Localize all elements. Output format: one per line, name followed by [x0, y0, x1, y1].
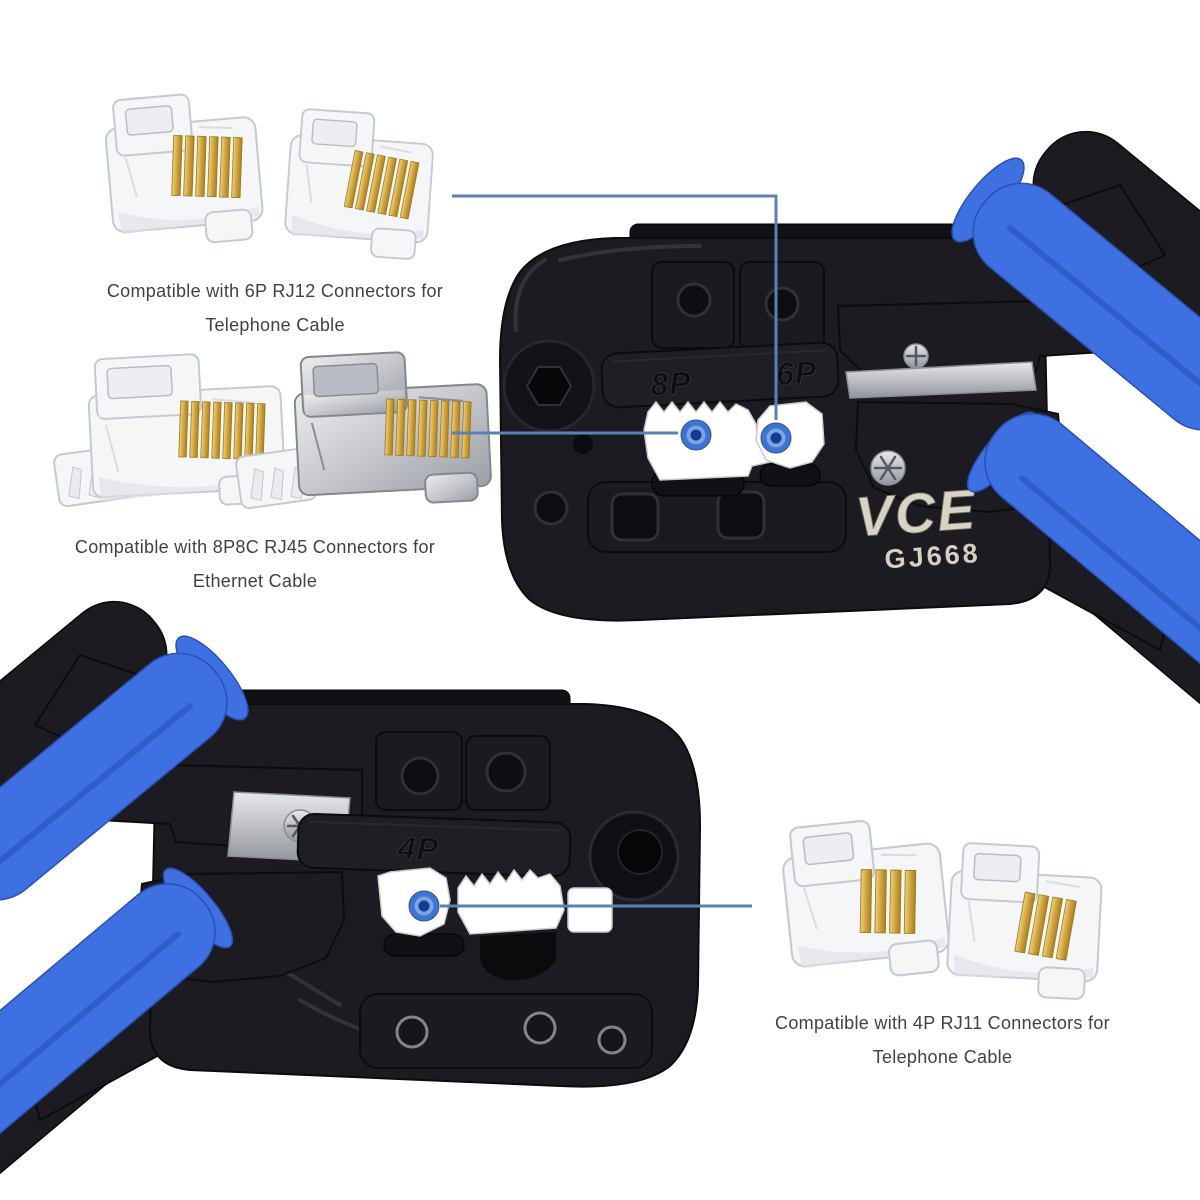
- bottom-tool-serrated-die: [457, 868, 565, 935]
- top-tool-hex-bolt: [525, 366, 573, 406]
- crimp-slot-marker-8p: [680, 419, 712, 451]
- top-tool-screw: [903, 343, 929, 369]
- caption-rj11-line1: Compatible with 4P RJ11 Connectors for: [775, 1013, 1110, 1033]
- top-tool-tab-hole-left: [676, 282, 712, 318]
- top-tool-panel-slot: [610, 492, 660, 542]
- caption-rj12-line2: Telephone Cable: [205, 315, 345, 335]
- bottom-tool-slot-label-bar: 4P: [296, 812, 572, 878]
- caption-rj12: Compatible with 6P RJ12 Connectors for T…: [60, 274, 490, 342]
- slot-label-4p: 4P: [396, 830, 439, 867]
- top-tool-stripper-blade: [845, 361, 1037, 399]
- top-tool-slot-label-bar: 8P 6P: [600, 341, 840, 409]
- rj12-connector-left: [101, 87, 267, 252]
- bottom-tool-pivot-hole: [617, 829, 663, 875]
- caption-rj11-line2: Telephone Cable: [872, 1047, 1013, 1067]
- callout-line-rj12-to-6p-slot: [452, 194, 778, 420]
- caption-rj45-line1: Compatible with 8P8C RJ45 Connectors for: [74, 537, 436, 557]
- bottom-crimper-tool: 4P: [0, 600, 702, 1200]
- bottom-tool-panel-hole: [523, 1011, 557, 1045]
- caption-rj45-line2: Ethernet Cable: [192, 571, 318, 591]
- caption-rj12-line1: Compatible with 6P RJ12 Connectors for: [106, 281, 444, 301]
- model-number: GJ668: [884, 538, 982, 575]
- top-tool-tab-hole-right: [764, 286, 800, 322]
- top-crimper-tool: 8P 6P VCE ® GJ668: [498, 130, 1200, 791]
- top-tool-panel-slot: [716, 490, 766, 540]
- bottom-tool-panel-hole: [597, 1025, 627, 1055]
- bottom-tool-upper-grip: [0, 652, 228, 901]
- brand-logo: VCE ® GJ668: [853, 477, 1004, 575]
- bottom-tool-lower-grip: [0, 883, 216, 1177]
- crimp-slot-marker-6p: [760, 422, 792, 454]
- caption-rj11: Compatible with 4P RJ11 Connectors for T…: [745, 1006, 1140, 1074]
- rj11-connector-pair: [777, 812, 1105, 1001]
- top-tool-small-hole: [573, 434, 593, 454]
- slot-label-8p: 8P: [649, 364, 692, 402]
- rj12-connector-pair: [101, 87, 437, 262]
- slot-label-6p: 6P: [775, 354, 818, 392]
- rj11-connector-right: [944, 841, 1105, 1001]
- bottom-tool-tab-hole-left: [400, 756, 440, 796]
- caption-rj45: Compatible with 8P8C RJ45 Connectors for…: [35, 530, 475, 598]
- rj45-connector-shielded: [291, 346, 494, 511]
- rj11-connector-left: [777, 812, 954, 988]
- die-holder: [383, 933, 465, 957]
- rj12-connector-right: [282, 107, 437, 262]
- bottom-tool-channel: [480, 932, 556, 981]
- brand-logo-text: VCE: [853, 477, 978, 548]
- top-tool-small-hole: [533, 490, 569, 526]
- bottom-tool-tab-hole-right: [485, 751, 527, 793]
- bottom-tool-bottom-panel: [359, 993, 653, 1069]
- bottom-tool-panel-hole: [395, 1015, 429, 1049]
- bottom-tool-die-block: [567, 887, 613, 933]
- top-tool-star-screw: [870, 450, 906, 486]
- crimp-slot-marker-4p: [408, 890, 440, 922]
- rj45-connector-pair: [52, 346, 494, 513]
- callout-annotations: [408, 194, 792, 922]
- top-tool-lower-grip: [984, 413, 1200, 707]
